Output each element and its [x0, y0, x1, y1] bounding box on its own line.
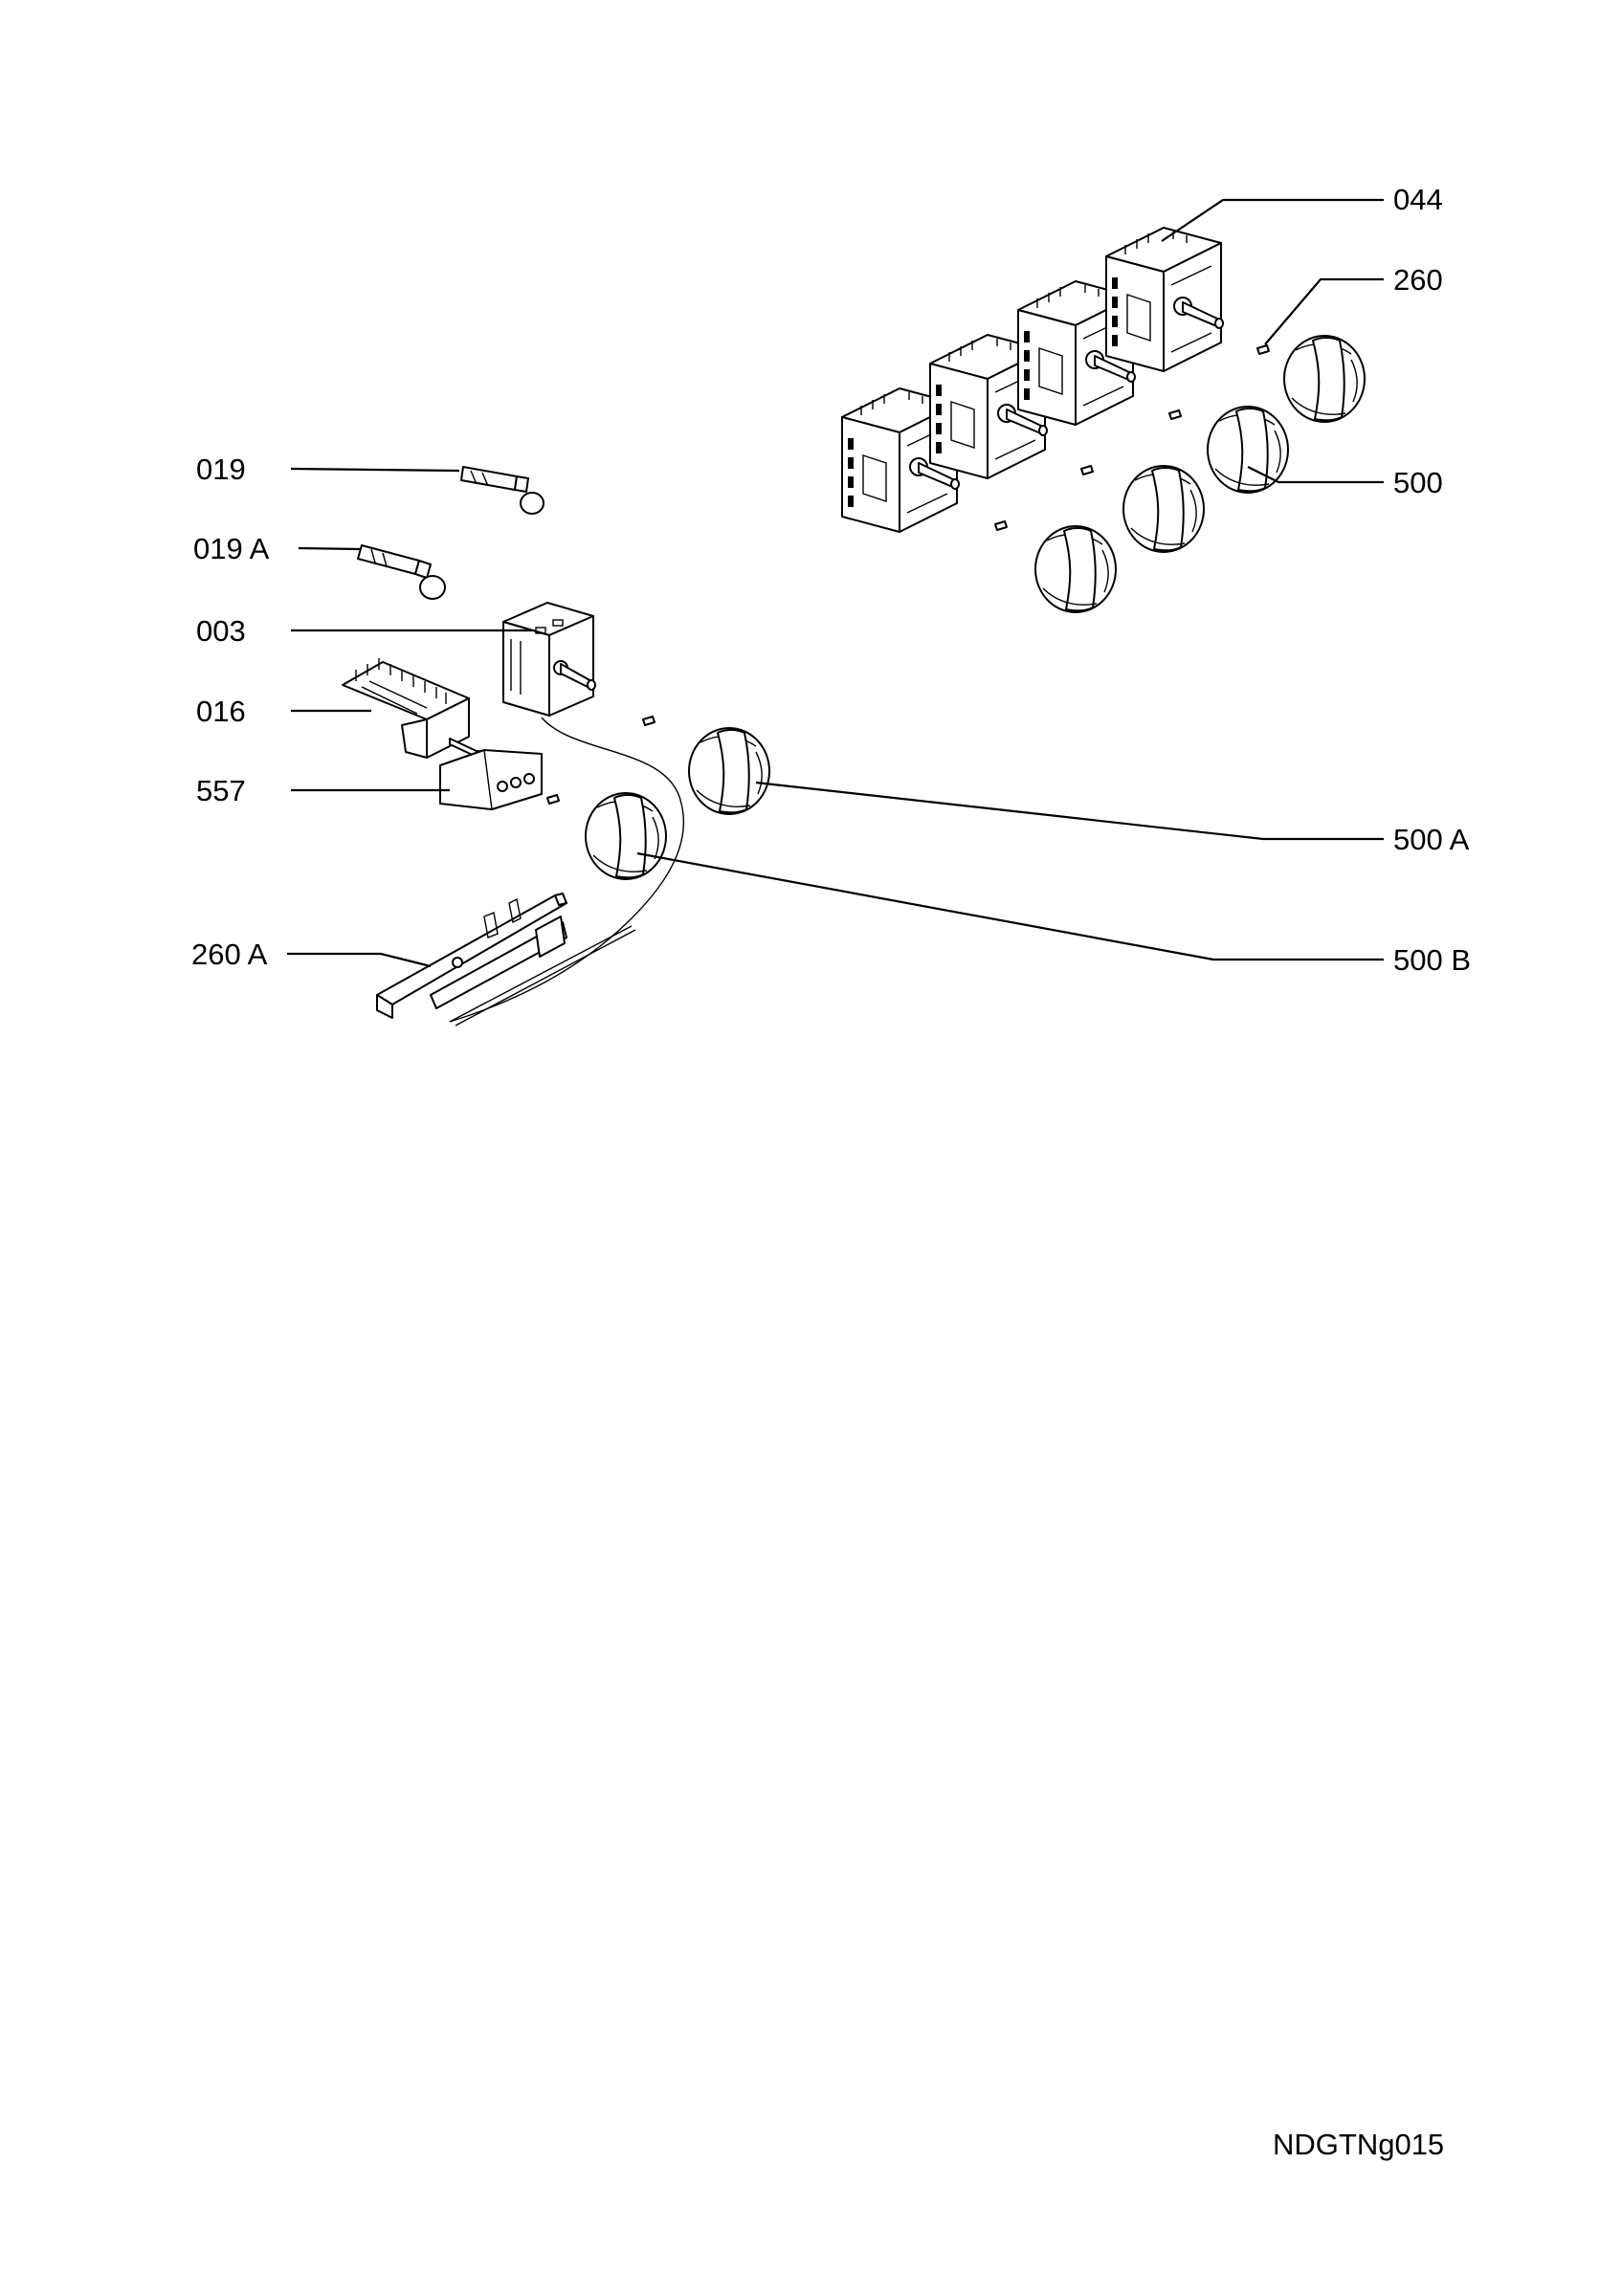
label-500b: 500 B [1393, 943, 1471, 977]
label-019a: 019 A [193, 532, 270, 565]
bracket-260a [376, 893, 636, 1027]
label-044: 044 [1393, 183, 1443, 216]
pilot-lamp-019 [460, 466, 544, 515]
selector-switch-016 [342, 658, 482, 760]
label-557: 557 [196, 774, 246, 807]
label-500a: 500 A [1393, 823, 1470, 856]
label-260a: 260 A [191, 938, 268, 971]
regulator-003 [502, 602, 596, 717]
leader-lines [287, 198, 1384, 968]
knob-500-1 [1034, 525, 1117, 613]
cover-plate-557 [439, 749, 543, 810]
knob-500-4 [1283, 335, 1366, 423]
label-003: 003 [196, 614, 246, 648]
clips-260 [994, 344, 1270, 531]
drawing-code: NDGTNg015 [1273, 2128, 1444, 2161]
pilot-lamp-019a [357, 544, 446, 600]
label-016: 016 [196, 695, 246, 728]
label-500: 500 [1393, 466, 1443, 499]
knob-500-2 [1122, 465, 1205, 553]
knob-500b [585, 792, 667, 880]
label-019: 019 [196, 453, 246, 486]
clip-center-2 [546, 794, 560, 805]
knob-500a [688, 727, 770, 815]
regulator-4 [1105, 227, 1224, 372]
label-260: 260 [1393, 263, 1443, 297]
clip-center-1 [642, 716, 655, 726]
